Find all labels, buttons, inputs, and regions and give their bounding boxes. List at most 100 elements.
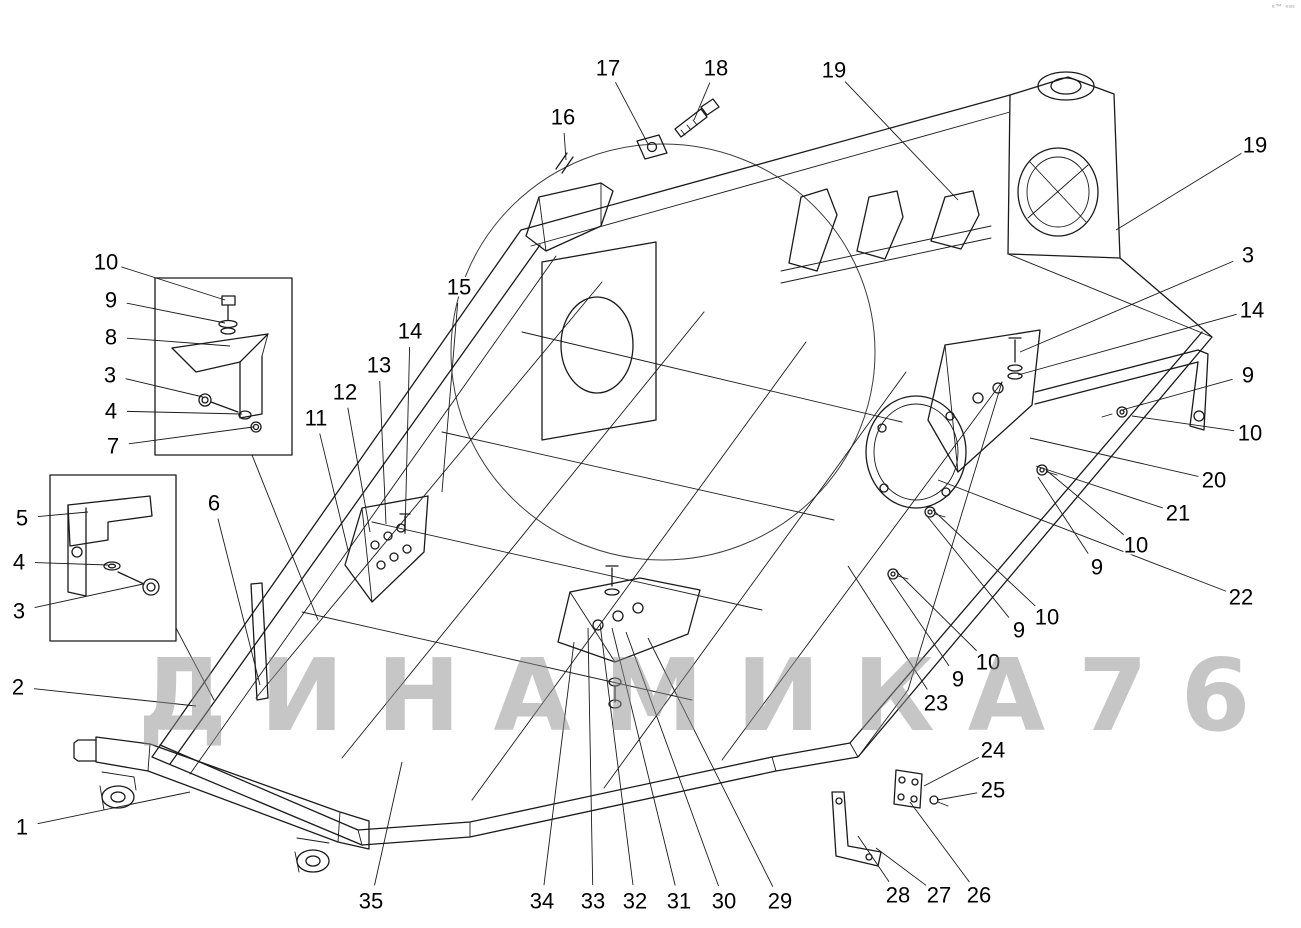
callout-25: 25 (981, 778, 1005, 803)
callout-3: 3 (104, 363, 116, 388)
leader-line-6 (217, 518, 261, 686)
inset-detail-box-1 (154, 277, 293, 456)
callout-27: 27 (927, 883, 951, 908)
leader-line-17 (615, 81, 649, 145)
callout-20: 20 (1202, 468, 1226, 493)
callout-17: 17 (596, 56, 620, 81)
leader-line-18 (693, 82, 711, 121)
leader-line-27 (875, 847, 927, 886)
leader-line-14 (1017, 313, 1237, 376)
callout-9: 9 (952, 667, 964, 692)
callout-4: 4 (105, 399, 117, 424)
callout-11: 11 (305, 406, 328, 431)
leader-line-24 (923, 757, 980, 787)
leader-line-3 (34, 583, 144, 609)
leader-line-19 (1115, 152, 1242, 231)
inset-box-1-border (154, 277, 293, 456)
callout-33: 33 (581, 889, 605, 914)
leader-line-14 (404, 346, 411, 535)
leader-line-12 (347, 407, 371, 533)
leader-line-23 (847, 565, 928, 690)
callout-10: 10 (1035, 605, 1059, 630)
callout-19: 19 (822, 58, 846, 83)
leader-line-2 (33, 688, 197, 707)
callout-34: 34 (530, 889, 554, 914)
leader-line-4 (126, 410, 243, 415)
callout-3: 3 (1242, 243, 1254, 268)
leader-line-21 (1035, 465, 1163, 509)
callout-10: 10 (94, 250, 118, 275)
leader-line-26 (909, 801, 970, 883)
callout-15: 15 (447, 275, 471, 300)
leader-line-8 (126, 337, 231, 347)
leader-line-10 (932, 509, 1036, 607)
leader-line-25 (936, 792, 978, 801)
callout-18: 18 (704, 56, 728, 81)
leader-line-10 (1131, 415, 1235, 432)
leader-line-30 (625, 631, 719, 887)
leader-line-19 (844, 81, 959, 201)
callout-26: 26 (967, 883, 991, 908)
leader-line-15 (441, 302, 459, 493)
corner-text: ᵉ™ ᵉᵃˢ (1271, 3, 1295, 12)
callout-10: 10 (1124, 533, 1148, 558)
callout-19: 19 (1243, 133, 1267, 158)
callout-32: 32 (623, 889, 647, 914)
callout-22: 22 (1229, 585, 1253, 610)
leader-line-9 (1037, 476, 1089, 554)
leader-line-16 (563, 132, 567, 161)
leader-line-7 (128, 426, 254, 445)
callout-14: 14 (1240, 298, 1264, 323)
leader-line-1 (37, 791, 191, 825)
frame-structure (73, 71, 1213, 873)
leader-line-10 (895, 570, 977, 652)
inset-pointer-lines (175, 454, 319, 701)
callout-4: 4 (13, 550, 25, 575)
callout-8: 8 (105, 325, 117, 350)
callout-9: 9 (105, 288, 117, 313)
callout-30: 30 (712, 889, 736, 914)
callout-28: 28 (886, 883, 910, 908)
callout-1: 1 (16, 815, 28, 840)
leader-line-3 (1019, 260, 1234, 353)
leader-line-9 (926, 515, 1010, 618)
callout-12: 12 (333, 380, 357, 405)
callout-13: 13 (367, 353, 391, 378)
leader-line-20 (1029, 437, 1199, 477)
callout-10: 10 (1238, 421, 1262, 446)
leader-line-32 (599, 623, 634, 886)
callout-5: 5 (16, 506, 28, 531)
leader-line-9 (888, 577, 950, 667)
callout-2: 2 (12, 675, 24, 700)
callout-7: 7 (107, 434, 119, 459)
callout-9: 9 (1013, 618, 1025, 643)
leader-line-34 (543, 641, 575, 886)
callout-16: 16 (551, 105, 575, 130)
callout-10: 10 (976, 650, 1000, 675)
leader-line-3 (125, 378, 204, 398)
leader-line-10 (121, 266, 226, 301)
callout-21: 21 (1166, 501, 1190, 526)
callout-24: 24 (981, 738, 1005, 763)
callout-23: 23 (924, 691, 948, 716)
watermark-circle (450, 143, 876, 561)
leader-line-4 (34, 562, 109, 566)
callout-29: 29 (768, 889, 792, 914)
leader-line-9 (126, 302, 226, 324)
leader-line-13 (379, 380, 387, 525)
leader-line-31 (611, 627, 676, 886)
leader-line-29 (647, 637, 774, 887)
callout-31: 31 (667, 889, 691, 914)
inset-detail-box-2 (49, 474, 177, 642)
leader-line-10 (1045, 469, 1124, 536)
leader-line-22 (937, 479, 1227, 592)
leader-line-35 (374, 761, 403, 886)
callout-9: 9 (1242, 363, 1254, 388)
inset-box-2-border (49, 474, 177, 642)
leader-line-28 (857, 835, 890, 883)
callout-9: 9 (1091, 555, 1103, 580)
callout-3: 3 (13, 599, 25, 624)
